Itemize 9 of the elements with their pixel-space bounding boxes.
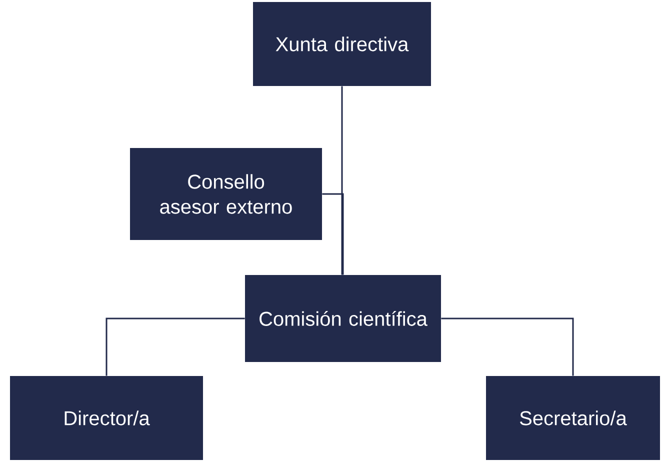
connector-line: [322, 193, 344, 275]
org-box: Director/a: [10, 376, 203, 460]
org-box: Xunta directiva: [253, 2, 431, 86]
connector-line: [106, 318, 245, 376]
connector-line: [441, 318, 574, 376]
org-box: Consello asesor externo: [130, 148, 322, 240]
org-box: Comisión científica: [245, 274, 441, 362]
connector-line: [341, 86, 343, 275]
org-box: Secretario/a: [486, 376, 660, 460]
